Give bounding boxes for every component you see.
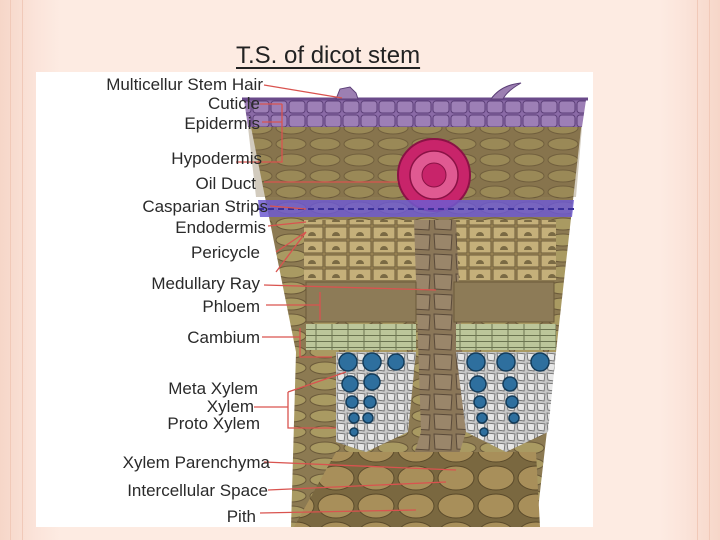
label-oil-duct: Oil Duct [195,174,256,193]
border-stripe [22,0,23,540]
border-stripe [697,0,698,540]
leader-lines [236,84,457,514]
stem-hair [335,86,359,100]
oil-duct-lumen [421,162,447,188]
endodermis-layer [258,200,574,217]
cambium-left [306,324,416,350]
label-phloem: Phloem [202,297,260,316]
label-cambium: Cambium [187,328,260,347]
pericycle-left [304,220,416,280]
cambium-right [456,324,556,350]
label-endodermis: Endodermis [175,218,266,237]
stem-hair [490,82,522,100]
label-stem-hair: Multicellur Stem Hair [106,75,263,94]
label-medullary-ray: Medullary Ray [151,274,260,293]
label-xylem: Xylem [206,397,254,416]
label-xylem-parenchyma: Xylem Parenchyma [122,453,270,472]
phloem-right [453,281,555,323]
label-pericycle: Pericycle [191,243,260,262]
xylem-vessels-left [338,352,405,437]
border-stripe [709,0,710,540]
pericycle-right [454,220,556,280]
label-hypodermis: Hypodermis [171,149,262,168]
label-intercellular-space: Intercellular Space [127,481,268,500]
label-pith: Pith [226,507,256,526]
pith-region [294,452,540,527]
label-epidermis: Epidermis [184,114,260,133]
xylem-vessels-right [466,352,550,437]
stem-section-illustration [236,82,588,527]
medullary-ray-upper [416,220,456,320]
slide-right-border [660,0,720,540]
border-stripe [10,0,11,540]
epidermis-layer [244,100,586,127]
label-cuticle: Cuticle [208,94,260,113]
label-casparian-strips: Casparian Strips [142,197,268,216]
slide-title: T.S. of dicot stem [236,42,421,69]
label-meta-xylem: Meta Xylem [168,379,258,398]
stem-diagram: Multicellur Stem Hair Cuticle Epidermis … [36,72,593,527]
label-proto-xylem: Proto Xylem [167,414,260,433]
